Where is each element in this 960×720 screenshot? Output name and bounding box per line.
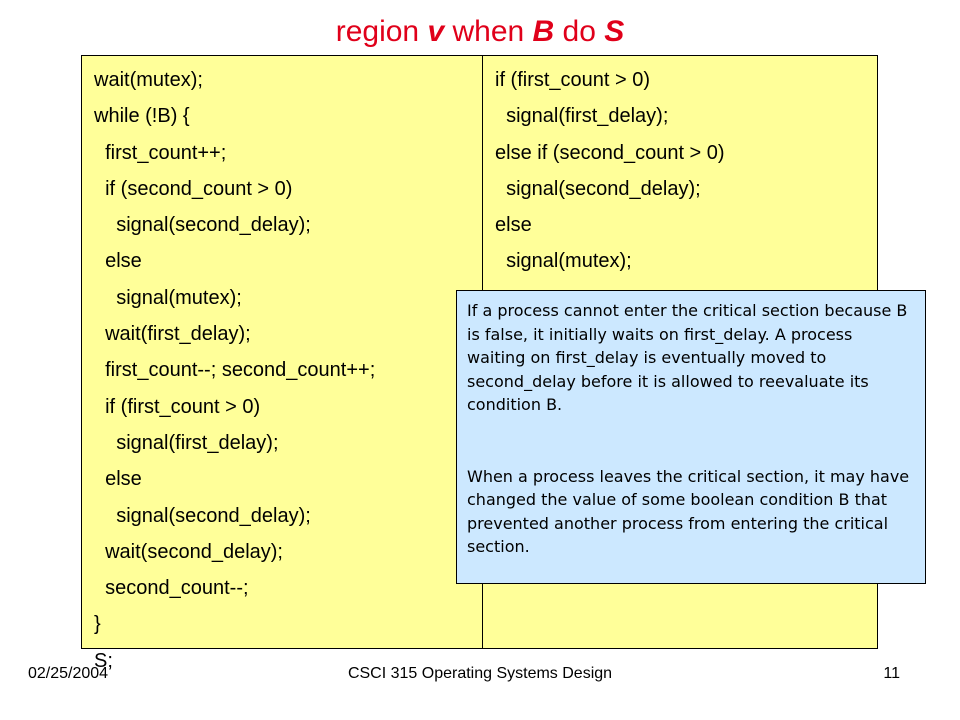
code-line: } (94, 613, 101, 636)
code-line: wait(mutex); (94, 69, 203, 91)
code-line: first_count++; (94, 141, 227, 164)
code-line: else if (second_count > 0) (495, 141, 725, 164)
code-line: signal(first_delay); (495, 105, 669, 128)
code-line: if (second_count > 0) (94, 177, 293, 200)
code-line: signal(mutex); (495, 250, 632, 273)
callout-paragraph-first-delay: If a process cannot enter the critical s… (467, 301, 908, 414)
title-text-do: do (554, 15, 605, 48)
code-line: signal(first_delay); (94, 431, 279, 454)
title-var-v: v (427, 15, 445, 48)
title-text-when: when (444, 15, 533, 48)
footer-date: 02/25/2004 (28, 665, 109, 682)
code-line: if (first_count > 0) (94, 395, 261, 418)
code-line: else (94, 250, 142, 273)
code-line: wait(second_delay); (94, 540, 283, 563)
slide-number: 11 (883, 665, 900, 682)
explanation-callout: If a process cannot enter the critical s… (456, 290, 926, 584)
code-line: signal(second_delay); (94, 504, 311, 527)
title-text-region: region (335, 15, 428, 48)
code-line: signal(second_delay); (495, 177, 701, 200)
code-line: signal(second_delay); (94, 214, 311, 237)
code-line: else (94, 468, 142, 491)
code-line: else (495, 214, 532, 237)
code-line: first_count--; second_count++; (94, 359, 376, 382)
left-code-panel: wait(mutex); while (!B) { first_count++;… (81, 55, 483, 672)
code-line: signal(mutex); (94, 286, 242, 309)
title-var-b: B (532, 15, 555, 48)
slide-title: region v when B do S (0, 12, 960, 52)
code-line: while (!B) { (94, 105, 190, 128)
code-line: S; (94, 649, 113, 672)
code-line: if (first_count > 0) (495, 69, 651, 91)
code-line: wait(first_delay); (94, 323, 251, 346)
callout-paragraph-leaving: When a process leaves the critical secti… (467, 466, 910, 557)
footer-course-title: CSCI 315 Operating Systems Design (347, 665, 613, 682)
left-code-listing: wait(mutex); while (!B) { first_count++;… (94, 62, 375, 679)
code-line: second_count--; (94, 577, 249, 600)
right-code-listing: if (first_count > 0) signal(first_delay)… (495, 62, 725, 280)
title-var-s: S (604, 15, 625, 48)
